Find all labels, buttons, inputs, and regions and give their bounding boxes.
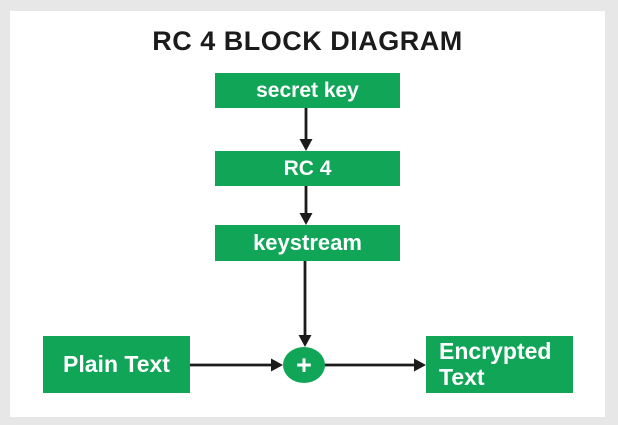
node-rc4: RC 4 (215, 151, 400, 186)
diagram-title: RC 4 BLOCK DIAGRAM (152, 26, 463, 56)
node-secret-key: secret key (215, 73, 400, 108)
xor-plus-icon: + (296, 349, 312, 380)
node-plain-text: Plain Text (43, 336, 190, 393)
node-keystream: keystream (215, 225, 400, 261)
node-encrypted-text: Encrypted Text (426, 336, 573, 393)
